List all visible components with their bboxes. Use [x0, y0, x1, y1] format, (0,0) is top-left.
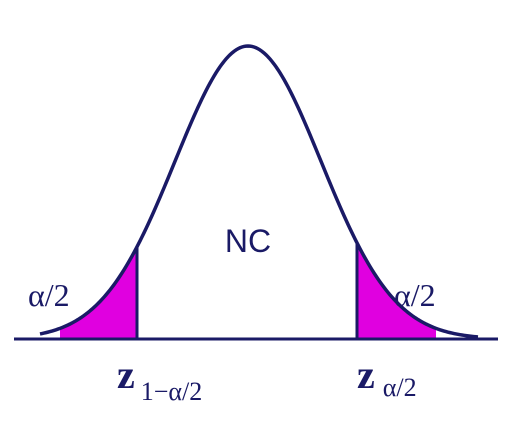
left-z-subscript: 1−α/2 [141, 377, 203, 406]
bell-curve [39, 44, 479, 339]
left-z-symbol: z [117, 352, 135, 397]
left-alpha-half-label: α/2 [28, 277, 70, 313]
left-z-label: z 1−α/2 [117, 352, 202, 406]
right-z-label: z α/2 [357, 352, 417, 402]
right-alpha-half-label: α/2 [394, 277, 436, 313]
right-z-subscript: α/2 [383, 373, 417, 402]
center-label-nc: NC [225, 223, 271, 259]
right-tail-area [357, 242, 436, 339]
right-z-symbol: z [357, 352, 375, 397]
left-tail-area [60, 246, 137, 339]
